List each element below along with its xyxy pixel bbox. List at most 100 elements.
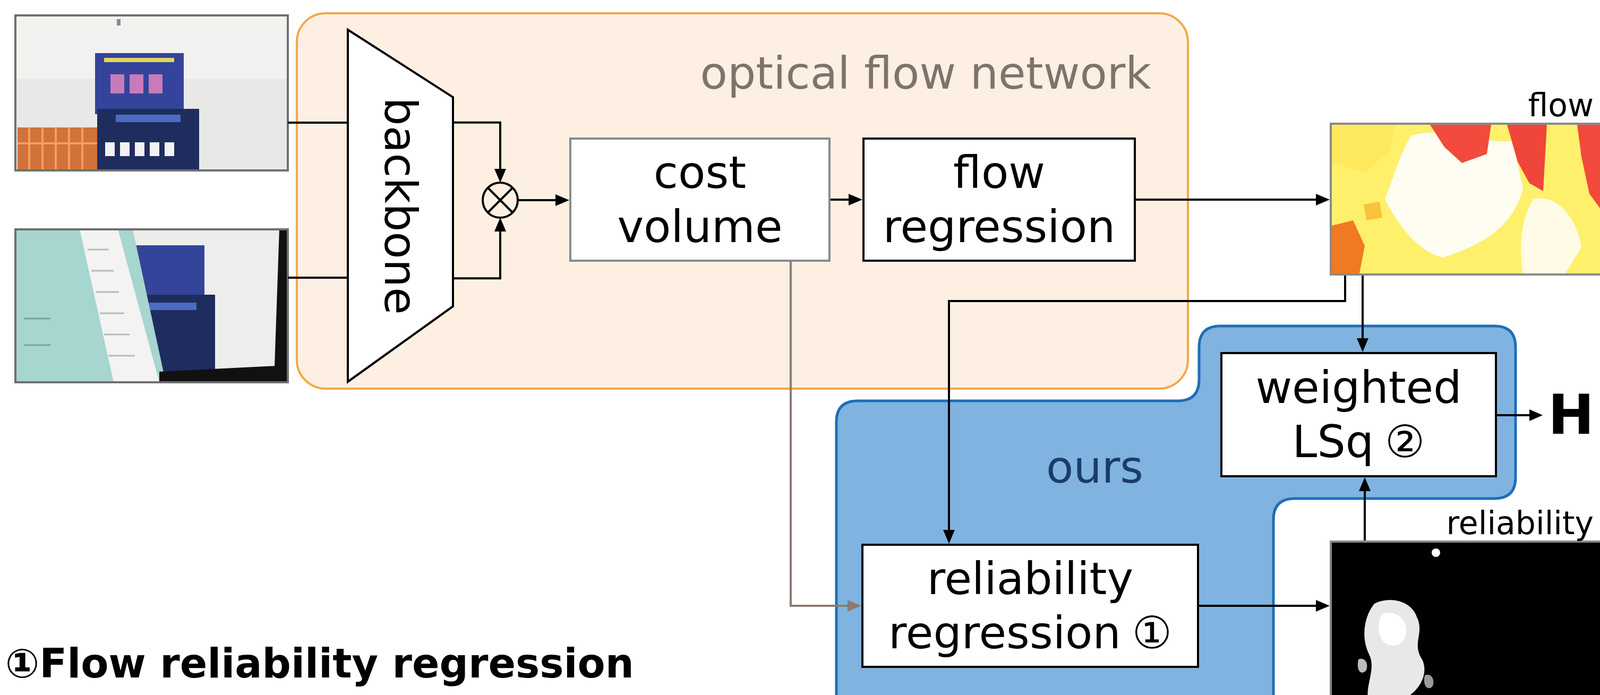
text-holder: backbone xyxy=(374,97,427,315)
photo-poster xyxy=(95,53,184,115)
photo-display xyxy=(97,108,200,171)
picture-frame xyxy=(1331,542,1600,695)
photo-display-stripe xyxy=(138,302,197,311)
text-holder: H xyxy=(1547,383,1595,448)
process-box: cost volume xyxy=(569,137,831,262)
flow-patch xyxy=(1577,124,1600,210)
input-wire xyxy=(287,276,347,279)
connector-arrow xyxy=(948,275,1346,538)
reliability-image: reliability xyxy=(1329,540,1600,695)
flow-picture xyxy=(1331,124,1600,274)
flow-patch xyxy=(1507,124,1547,192)
photo-wall-light xyxy=(15,15,288,80)
image-heading: flow xyxy=(1527,86,1594,124)
box-label: weighted LSq xyxy=(1255,361,1462,468)
connector-arrow xyxy=(1362,275,1364,346)
text-holder: ①Flow reliability regression xyxy=(5,640,635,687)
process-box: reliability regression① xyxy=(861,543,1200,669)
input-photo xyxy=(15,229,288,383)
photo-object xyxy=(116,19,121,26)
reliability-blob xyxy=(1424,674,1434,689)
flow-patch xyxy=(1331,124,1396,173)
photo-frame xyxy=(15,15,288,171)
connector-line xyxy=(454,122,501,177)
text-holder: optical flow network xyxy=(699,47,1152,100)
correlation-symbol-cross xyxy=(488,187,513,213)
correlation-symbol xyxy=(482,182,518,218)
flow-patch xyxy=(1363,201,1383,221)
output-wire xyxy=(1494,414,1532,417)
photo-box xyxy=(134,142,145,157)
connector-arrow xyxy=(1364,483,1366,541)
image-heading: reliability xyxy=(1446,504,1595,542)
photo-paper xyxy=(79,229,160,383)
flow-ground xyxy=(1331,124,1600,274)
reliability-blob xyxy=(1431,548,1441,558)
box-label: cost volume xyxy=(617,146,783,253)
connector-line xyxy=(790,261,855,606)
box-label: flow regression xyxy=(883,146,1116,253)
flow-patch xyxy=(1430,124,1492,164)
reliability-picture xyxy=(1331,542,1600,695)
flow-patch xyxy=(1331,220,1365,274)
region-title: ours xyxy=(1046,441,1144,494)
text-holder: flow xyxy=(1527,87,1594,124)
text-wrap: cost volume xyxy=(582,145,818,255)
connector-line xyxy=(830,198,857,201)
photo-frame xyxy=(15,229,288,383)
network-region: optical flow network backbone cost volume f… xyxy=(295,12,1189,390)
box-label: backbone xyxy=(374,97,427,315)
connector-arrow xyxy=(1199,605,1324,607)
text-wrap: flow regression xyxy=(875,145,1124,255)
photo-board-lines xyxy=(23,318,51,346)
reliability-ground xyxy=(1331,542,1600,695)
photo-brick-lines xyxy=(17,127,98,171)
connector-arrow xyxy=(790,261,855,606)
text-wrap: reliability regression① xyxy=(874,551,1187,661)
backbone-shape xyxy=(347,29,453,382)
photo-box xyxy=(120,142,130,157)
text-wrap: weighted LSq② xyxy=(1233,360,1485,470)
flow-image: flow xyxy=(1329,122,1600,276)
photo-box xyxy=(164,142,175,157)
output-arrowhead xyxy=(1529,409,1543,422)
connector-line xyxy=(454,224,501,279)
photo-wall xyxy=(15,229,288,383)
process-box: flow regression xyxy=(862,137,1136,262)
connector-line xyxy=(1361,275,1364,346)
reliability-blob xyxy=(1364,600,1425,695)
connector-arrow xyxy=(1135,199,1324,201)
connector-line xyxy=(517,199,563,202)
picture-frame xyxy=(1331,124,1600,274)
input-photo xyxy=(15,15,288,171)
region-title: optical flow network xyxy=(699,47,1152,100)
text-holder: ours xyxy=(1046,441,1144,494)
photo-bricks xyxy=(17,127,98,171)
backbone-trapezoid: backbone xyxy=(346,28,455,383)
output-symbol: H xyxy=(1547,382,1595,448)
callout-number: ① xyxy=(1132,606,1172,660)
ours-shape xyxy=(836,326,1516,695)
connector-arrow xyxy=(454,122,563,279)
photo-wall xyxy=(15,15,288,171)
photo-poster-stripe xyxy=(104,57,175,63)
connector-line xyxy=(1135,198,1324,201)
reliability-blob xyxy=(1378,612,1407,646)
photo-card xyxy=(129,74,144,94)
photo-board xyxy=(15,229,166,383)
photo-display xyxy=(119,294,216,383)
flow-patch xyxy=(1520,198,1582,274)
text-holder: reliability xyxy=(1446,505,1595,542)
photo-card xyxy=(148,74,163,94)
connector-line xyxy=(1363,483,1366,541)
photo-box xyxy=(149,142,160,157)
connector-arrow xyxy=(830,199,857,201)
input-wire xyxy=(287,121,347,124)
photo-warp-border xyxy=(274,229,288,383)
photo-card xyxy=(110,74,125,94)
section-heading: ①Flow reliability regression xyxy=(5,639,635,688)
photo-box xyxy=(105,142,115,157)
